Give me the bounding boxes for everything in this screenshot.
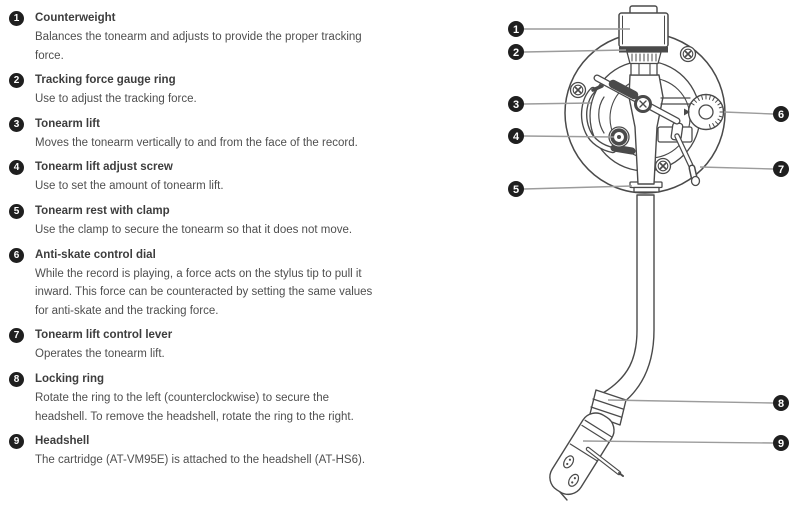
list-item: 2 Tracking force gauge ring Use to adjus… (9, 71, 471, 109)
item-number-badge: 8 (9, 371, 24, 387)
screw-icon (569, 81, 587, 99)
item-description: The cartridge (AT-VM95E) is attached to … (35, 454, 366, 467)
stylus-drawing (559, 491, 568, 501)
item-number-badge: 1 (9, 11, 24, 26)
list-item: 5 Tonearm rest with clamp Use the clamp … (9, 202, 471, 240)
item-description: Operates the tonearm lift. (35, 348, 165, 361)
item-title: Locking ring (35, 372, 104, 385)
item-title: Tonearm lift control lever (35, 329, 173, 342)
item-description: Moves the tonearm vertically to and from… (35, 136, 358, 149)
finger-lift-drawing (585, 446, 624, 477)
item-title: Tonearm lift adjust screw (35, 161, 173, 174)
item-number-badge: 7 (9, 328, 24, 344)
parts-legend: 1 Counterweight Balances the tonearm and… (9, 9, 471, 476)
callout-badge-2: 2 (508, 44, 524, 60)
item-number-badge: 5 (9, 203, 24, 219)
item-title: Anti-skate control dial (35, 248, 156, 261)
leader-line-7 (699, 166, 774, 170)
item-title: Headshell (35, 435, 90, 448)
svg-text:8: 8 (778, 398, 784, 410)
screw-icon (679, 45, 697, 63)
pivot-screw-drawing (634, 95, 652, 113)
lift-lever-drawing (674, 133, 701, 187)
callout-badge-6: 6 (773, 106, 789, 122)
item-title: Tracking force gauge ring (35, 74, 176, 87)
callout-badge-5: 5 (508, 181, 524, 197)
item-description: Balances the tonearm and adjusts to prov… (35, 31, 362, 62)
item-title: Tonearm lift (35, 117, 100, 130)
leader-line-8 (607, 399, 774, 404)
callout-badge-8: 8 (773, 395, 789, 411)
item-number-badge: 2 (9, 73, 24, 89)
svg-text:6: 6 (778, 109, 784, 121)
tonearm-lift-drawing (580, 84, 636, 155)
item-description: Use the clamp to secure the tonearm so t… (35, 223, 353, 236)
anti-skate-dial-drawing (684, 93, 725, 131)
leader-line-9 (582, 440, 774, 444)
list-item: 8 Locking ring Rotate the ring to the le… (9, 370, 471, 426)
leader-line-4 (523, 135, 615, 138)
svg-text:9: 9 (778, 438, 784, 450)
svg-text:7: 7 (778, 164, 784, 176)
item-title: Counterweight (35, 12, 116, 24)
counterweight-drawing (618, 5, 669, 53)
leader-line-3 (523, 102, 592, 105)
callout-badge-7: 7 (773, 161, 789, 177)
callout-badge-3: 3 (508, 96, 524, 112)
svg-text:2: 2 (513, 47, 519, 59)
item-number-badge: 4 (9, 160, 24, 176)
list-item: 1 Counterweight Balances the tonearm and… (9, 9, 471, 65)
svg-text:4: 4 (513, 131, 520, 143)
callout-badge-4: 4 (508, 128, 524, 144)
list-item: 3 Tonearm lift Moves the tonearm vertica… (9, 115, 471, 153)
list-item: 9 Headshell The cartridge (AT-VM95E) is … (9, 432, 471, 470)
callout-badge-1: 1 (508, 21, 524, 37)
item-title: Tonearm rest with clamp (35, 204, 170, 217)
tonearm-diagram: 1 2 3 4 5 6 7 (480, 0, 800, 507)
svg-text:5: 5 (513, 184, 519, 196)
tracking-force-ring-drawing (626, 51, 662, 65)
item-description: Use to adjust the tracking force. (35, 93, 197, 106)
list-item: 6 Anti-skate control dial While the reco… (9, 246, 471, 321)
list-item: 4 Tonearm lift adjust screw Use to set t… (9, 158, 471, 196)
item-number-badge: 9 (9, 434, 24, 450)
svg-text:1: 1 (513, 24, 519, 36)
list-item: 7 Tonearm lift control lever Operates th… (9, 326, 471, 364)
item-number-badge: 6 (9, 247, 24, 263)
tube-drawing (602, 194, 655, 404)
leader-lines (523, 28, 774, 444)
leader-line-6 (723, 111, 774, 115)
leader-line-5 (523, 185, 633, 190)
leader-line-2 (523, 49, 627, 53)
callout-badge-9: 9 (773, 435, 789, 451)
item-description: While the record is playing, a force act… (35, 267, 373, 317)
screw-icon (654, 157, 672, 175)
headshell-drawing (549, 412, 624, 501)
item-description: Use to set the amount of tonearm lift. (35, 180, 224, 193)
item-description: Rotate the ring to the left (countercloc… (35, 391, 354, 423)
svg-text:3: 3 (513, 99, 519, 111)
item-number-badge: 3 (9, 116, 24, 132)
